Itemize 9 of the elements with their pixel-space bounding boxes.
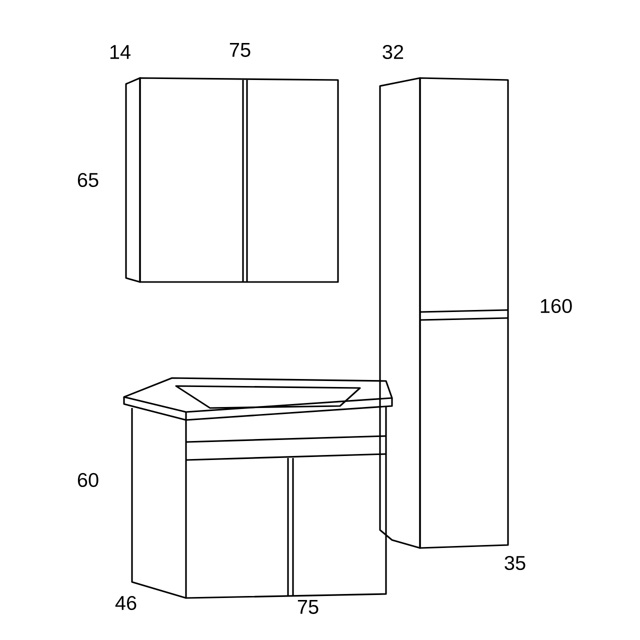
dimension-label: 75 [298,600,318,614]
dimension-label: 75 [230,43,250,57]
dimension-label: 35 [504,556,526,570]
dimension-label: 46 [115,596,136,610]
dimension-label: 65 [78,172,98,188]
dimension-label: 160 [540,298,572,314]
dimension-label: 60 [78,472,98,488]
dimension-label: 14 [110,45,130,59]
dimension-label: 32 [382,44,404,60]
